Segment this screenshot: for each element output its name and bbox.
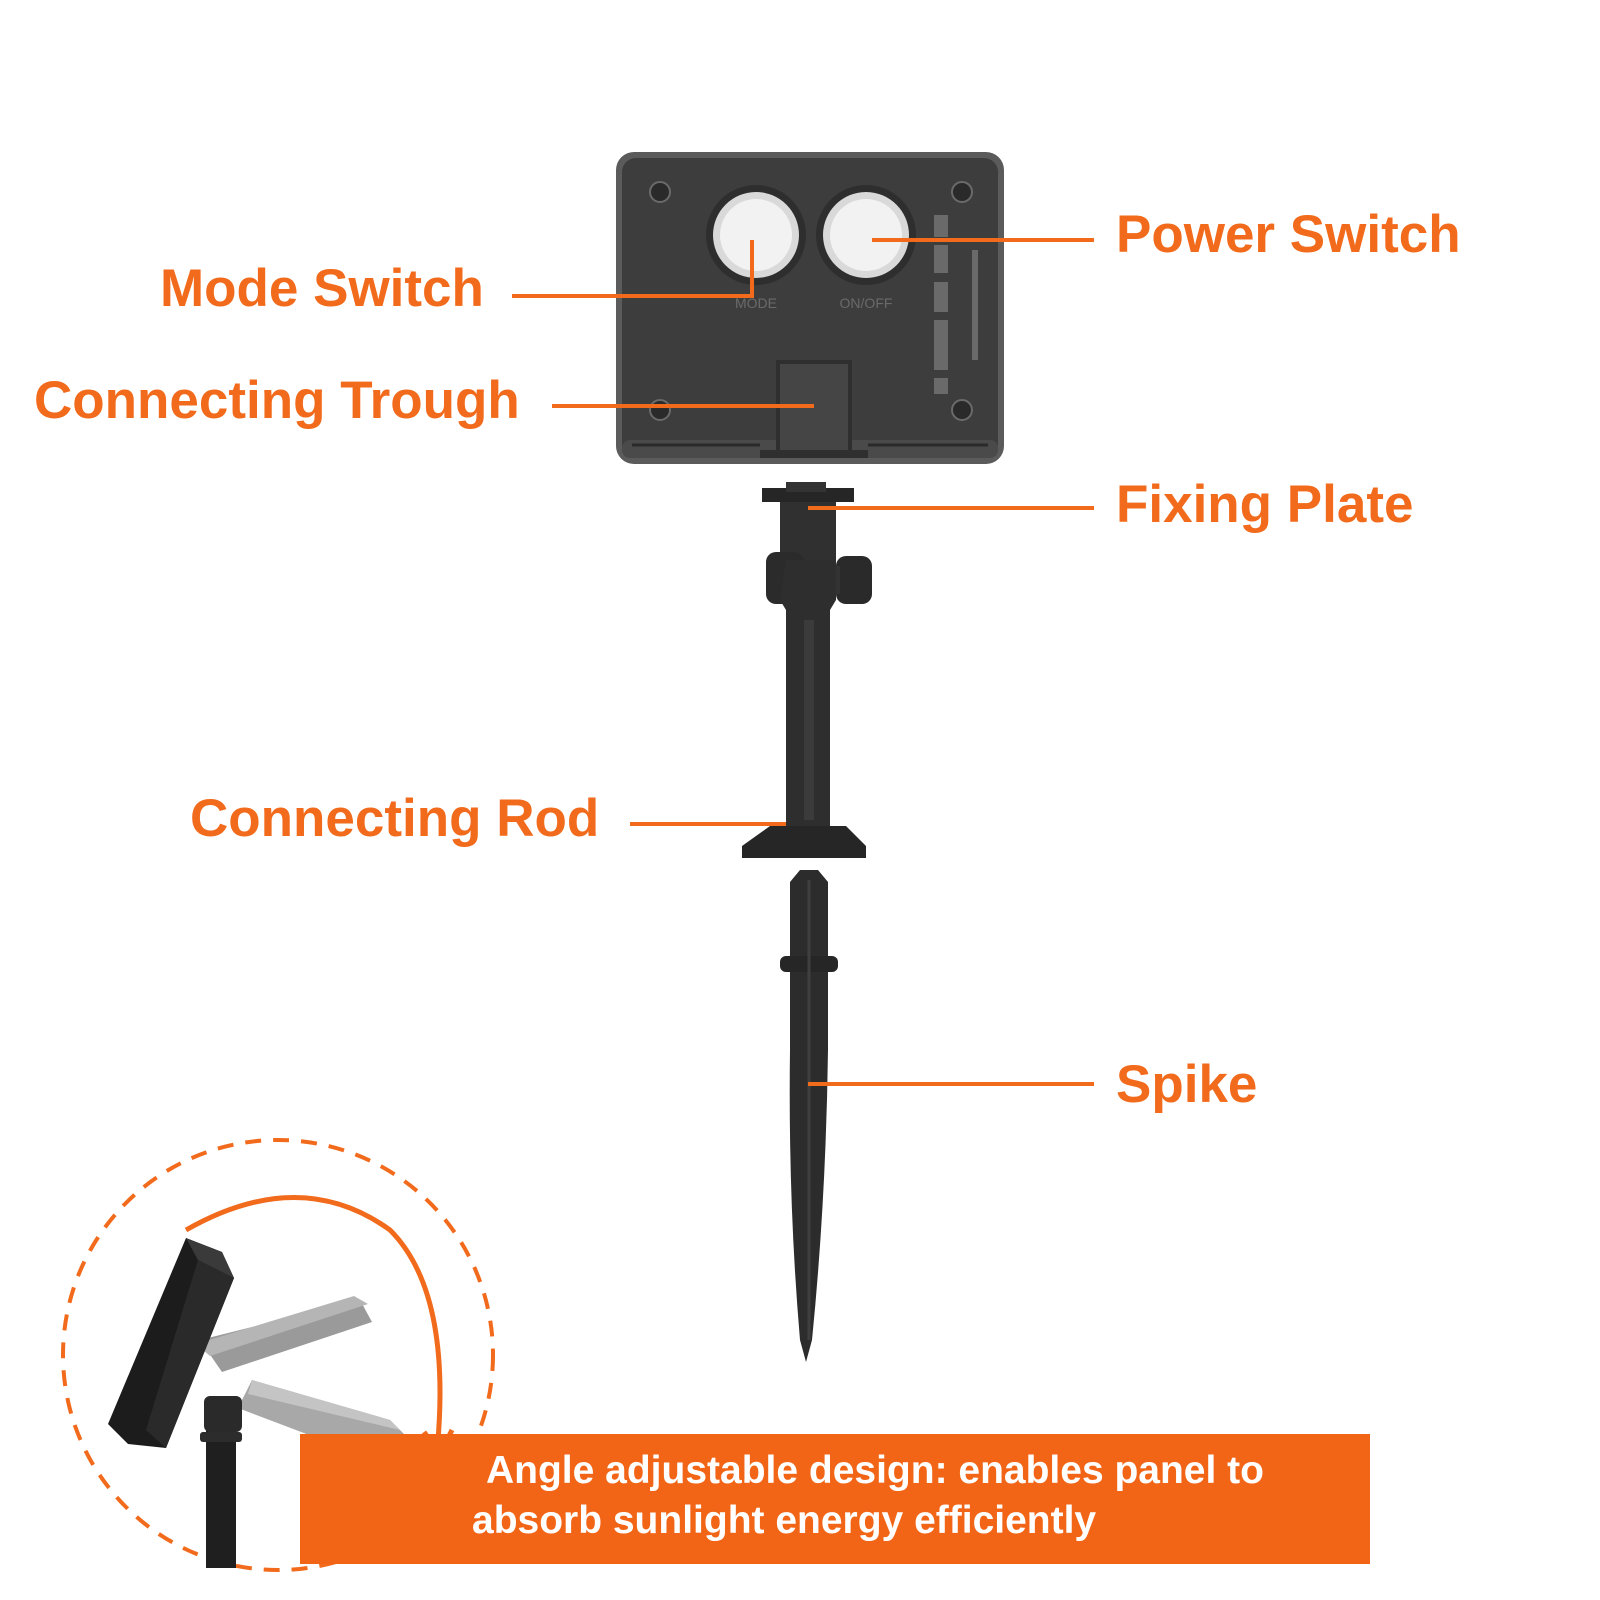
label-mode-switch: Mode Switch <box>160 259 484 318</box>
banner-line-2: absorb sunlight energy efficiently <box>472 1499 1097 1542</box>
mode-button <box>706 185 806 285</box>
label-connecting-rod: Connecting Rod <box>190 789 600 848</box>
onoff-marking: ON/OFF <box>840 295 893 311</box>
stand <box>742 482 872 858</box>
label-power-switch: Power Switch <box>1116 205 1461 264</box>
rotation-arrow <box>184 1195 443 1441</box>
leader-lines <box>512 238 1094 1086</box>
banner-line-1: Angle adjustable design: enables panel t… <box>486 1449 1264 1492</box>
angle-inset <box>61 1138 495 1572</box>
onoff-button <box>816 185 916 285</box>
leader-mode-switch <box>512 240 754 298</box>
spike <box>780 870 838 1362</box>
label-spike: Spike <box>1116 1055 1258 1114</box>
certification-marks <box>934 215 978 394</box>
mode-marking: MODE <box>735 295 777 311</box>
feature-banner <box>300 1434 1370 1564</box>
label-connecting-trough: Connecting Trough <box>34 371 520 430</box>
screw-icon <box>649 181 973 421</box>
label-fixing-plate: Fixing Plate <box>1116 475 1414 534</box>
feature-banner-text: Angle adjustable design: enables panel t… <box>472 1446 1352 1546</box>
panel-back: MODE ON/OFF <box>616 152 1004 464</box>
